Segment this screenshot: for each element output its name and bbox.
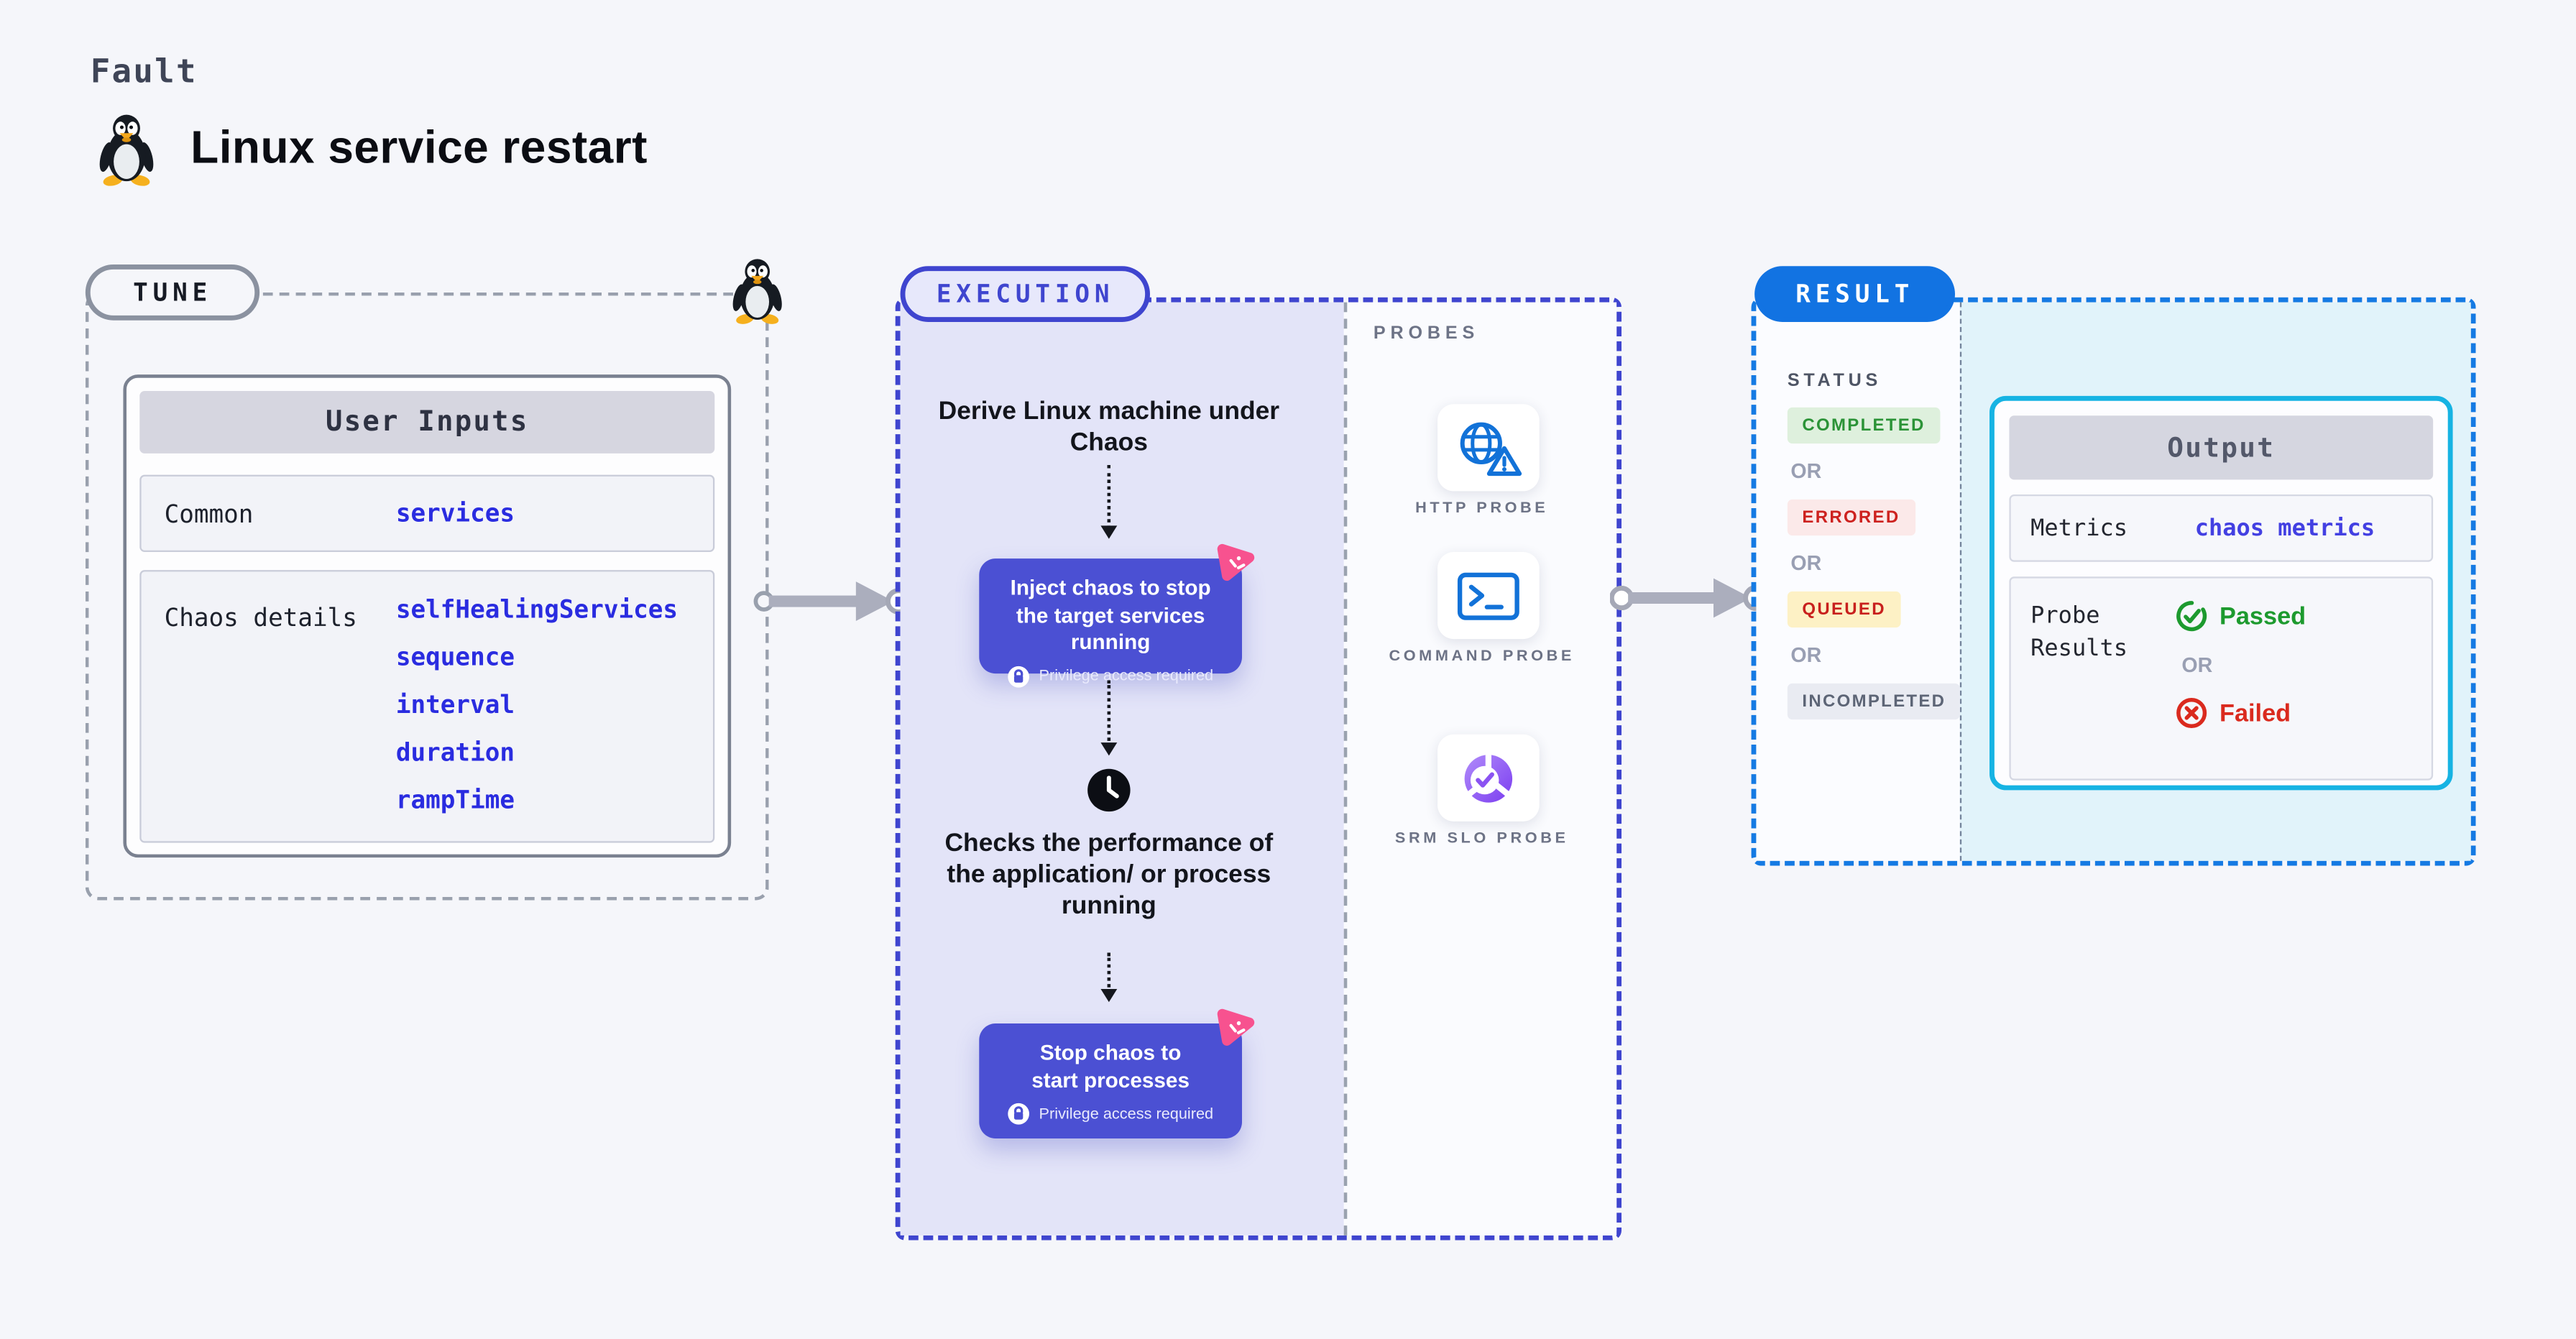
or-separator: OR	[1790, 460, 1822, 483]
clock-icon	[1086, 767, 1132, 821]
output-title: Output	[2009, 415, 2434, 480]
fault-kicker: Fault	[90, 50, 198, 91]
probes-label: PROBES	[1373, 323, 1480, 344]
execution-section: Derive Linux machine under Chaos Inject …	[895, 297, 1622, 1241]
user-inputs-row-common: Common services	[139, 474, 715, 553]
flow-connector	[1100, 952, 1117, 1003]
status-list: COMPLETED OR ERRORED OR QUEUED OR INCOMP…	[1787, 407, 1961, 720]
http-probe-label: HTTP PROBE	[1415, 499, 1549, 518]
command-probe-label: COMMAND PROBE	[1389, 647, 1575, 666]
lock-icon	[1008, 1103, 1030, 1125]
or-separator: OR	[1790, 644, 1822, 668]
stop-chaos-box: Stop chaos to start processes Privilege …	[979, 1008, 1255, 1139]
or-separator: OR	[1790, 552, 1822, 576]
terminal-icon	[1457, 571, 1519, 620]
execution-step-derive: Derive Linux machine under Chaos	[938, 397, 1280, 457]
chaos-pink-icon	[1210, 537, 1259, 594]
command-probe-card[interactable]	[1438, 552, 1540, 640]
output-card: Output Metrics chaos metrics Probe Resul…	[1990, 395, 2453, 791]
user-inputs-card: User Inputs Common services Chaos detail…	[123, 374, 732, 858]
inject-chaos-title: Inject chaos to stop the target services…	[1010, 575, 1211, 654]
inject-chaos-box: Inject chaos to stop the target services…	[979, 543, 1255, 687]
tune-to-execution-arrow	[753, 575, 912, 627]
row-label: Chaos details	[164, 602, 357, 633]
srm-slo-probe-card[interactable]	[1438, 734, 1540, 822]
lock-icon	[1008, 665, 1030, 687]
x-circle-icon	[2176, 697, 2207, 729]
execution-badge: EXECUTION	[900, 266, 1151, 323]
stop-chaos-title: Stop chaos to start processes	[1031, 1039, 1190, 1092]
probe-results-label: Probe Results	[2030, 602, 2128, 663]
chaos-metrics-link[interactable]: chaos metrics	[2194, 515, 2375, 542]
status-badge-queued: QUEUED	[1787, 591, 1901, 628]
execution-step-checks: Checks the performance of the applicatio…	[944, 829, 1274, 920]
metrics-label: Metrics	[2030, 515, 2128, 542]
failed-label: Failed	[2220, 699, 2291, 727]
input-link-ramptime[interactable]: rampTime	[395, 785, 515, 815]
input-link-services[interactable]: services	[395, 497, 515, 528]
status-output-divider	[1959, 302, 1962, 861]
tune-tux-icon	[730, 257, 786, 333]
status-label: STATUS	[1787, 371, 1882, 391]
output-row-metrics: Metrics chaos metrics	[2009, 494, 2434, 562]
input-link-selfhealingservices[interactable]: selfHealingServices	[395, 594, 678, 625]
http-probe-card[interactable]	[1438, 404, 1540, 492]
input-link-sequence[interactable]: sequence	[395, 642, 515, 672]
tune-badge: TUNE	[85, 264, 260, 321]
input-link-duration[interactable]: duration	[395, 737, 515, 768]
privilege-note-text: Privilege access required	[1039, 1105, 1214, 1123]
status-column	[1756, 302, 1960, 861]
page-title: Linux service restart	[190, 121, 648, 173]
user-inputs-title: User Inputs	[139, 391, 715, 454]
passed-label: Passed	[2220, 602, 2306, 630]
probe-results-values: Passed OR Failed	[2175, 599, 2306, 730]
status-badge-completed: COMPLETED	[1787, 407, 1941, 444]
flow-connector	[1100, 464, 1117, 539]
result-badge: RESULT	[1754, 266, 1956, 323]
flow-connector	[1100, 680, 1117, 756]
status-badge-incompleted: INCOMPLETED	[1787, 683, 1961, 720]
linux-tux-icon	[93, 111, 159, 195]
privilege-note: Privilege access required	[979, 1103, 1242, 1126]
user-inputs-row-chaos-details: Chaos details selfHealingServices sequen…	[139, 570, 715, 843]
check-circle-icon	[2176, 601, 2207, 632]
output-row-probe-results: Probe Results Passed OR	[2009, 576, 2434, 781]
row-label: Common	[164, 498, 254, 528]
privilege-note: Privilege access required	[979, 665, 1242, 688]
status-badge-errored: ERRORED	[1787, 499, 1915, 536]
result-section: STATUS COMPLETED OR ERRORED OR QUEUED OR…	[1751, 297, 2476, 866]
probes-panel: PROBES HTTP PROBE	[1343, 302, 1617, 1236]
chaos-pink-icon	[1210, 1002, 1259, 1059]
execution-to-result-arrow	[1609, 571, 1770, 624]
or-separator: OR	[2181, 653, 2213, 677]
srm-slo-probe-label: SRM SLO PROBE	[1394, 829, 1569, 848]
slo-pie-check-icon	[1464, 750, 1513, 802]
input-link-interval[interactable]: interval	[395, 690, 515, 720]
globe-alert-icon	[1460, 422, 1522, 477]
privilege-note-text: Privilege access required	[1039, 667, 1214, 686]
